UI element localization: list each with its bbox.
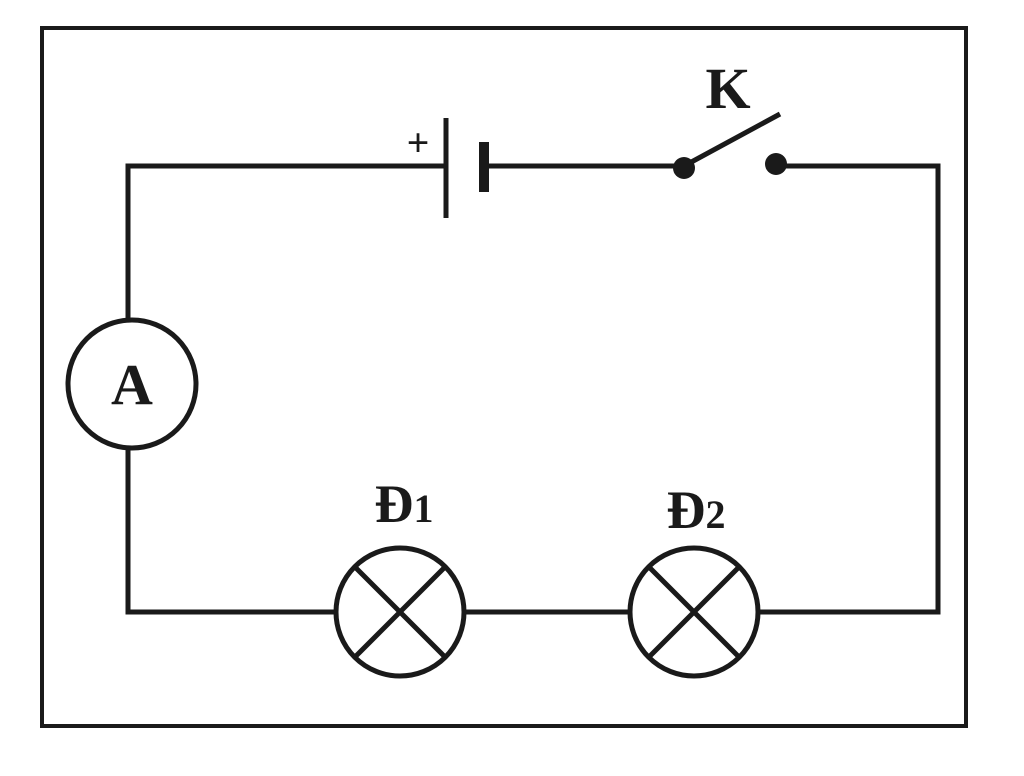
lamp-1-cross-b (353, 565, 447, 659)
switch-lever (682, 111, 782, 169)
lamp-1-letter: Đ (375, 474, 414, 534)
battery-positive-sign: + (407, 120, 430, 165)
wire-right-side (757, 163, 941, 615)
lamp-2: Đ2 (627, 480, 761, 679)
lamp-2-label: Đ2 (667, 480, 726, 540)
lamp-1: Đ1 (333, 474, 467, 679)
switch-label: K (705, 56, 750, 121)
lamp-2-cross-b (647, 565, 741, 659)
lamp-1-label: Đ1 (375, 474, 434, 534)
battery: + (407, 118, 489, 218)
lamp-2-letter: Đ (667, 480, 706, 540)
lamp-2-subscript: 2 (706, 492, 726, 537)
ammeter: A (65, 317, 199, 451)
wire-bottom-left (125, 447, 337, 615)
ammeter-circle (65, 317, 199, 451)
switch-left-terminal (673, 157, 695, 179)
circuit-wires (125, 163, 941, 615)
lamp-1-subscript: 1 (414, 486, 434, 531)
ammeter-label: A (111, 352, 153, 417)
diagram-frame (40, 26, 968, 728)
switch-right-terminal (765, 153, 787, 175)
switch-k: K (673, 56, 787, 179)
wire-top-left (125, 163, 449, 321)
